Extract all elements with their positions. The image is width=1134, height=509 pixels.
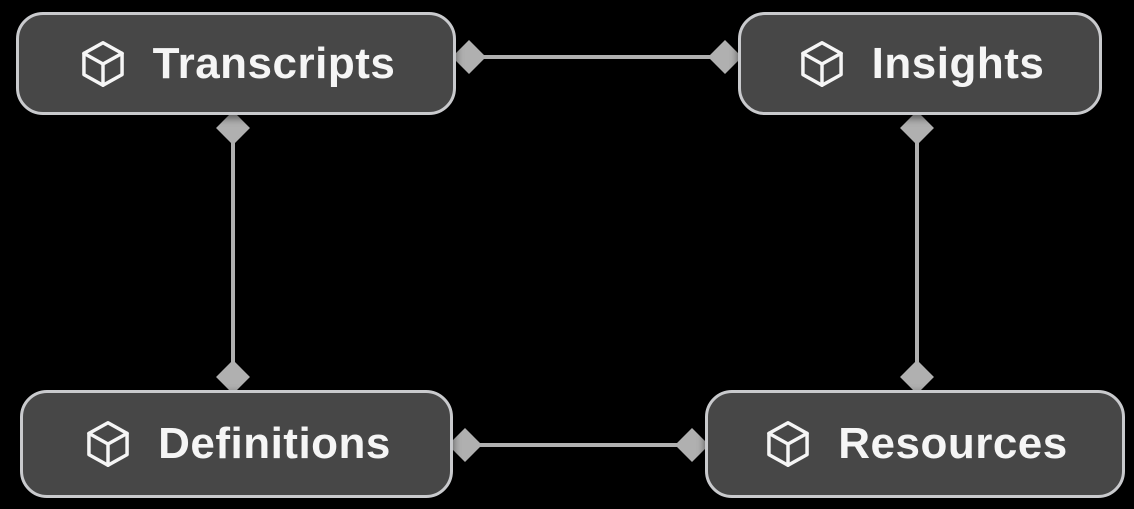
diamond-endpoint-icon [452,40,486,74]
cube-icon [82,418,134,470]
node-transcripts: Transcripts [16,12,456,115]
cube-icon [796,38,848,90]
node-label: Resources [838,419,1068,468]
diamond-endpoint-icon [708,40,742,74]
node-insights: Insights [738,12,1102,115]
cube-icon [77,38,129,90]
node-resources: Resources [705,390,1125,498]
edge-line [456,55,738,59]
edge-line [231,115,235,390]
diamond-endpoint-icon [216,111,250,145]
diamond-endpoint-icon [448,428,482,462]
edge-line [915,115,919,390]
diamond-endpoint-icon [216,360,250,394]
diamond-endpoint-icon [900,360,934,394]
edge-line [453,443,705,447]
node-label: Insights [871,38,1045,88]
cube-icon [762,418,814,470]
diamond-endpoint-icon [900,111,934,145]
diamond-endpoint-icon [675,428,709,462]
node-definitions: Definitions [20,390,453,498]
node-label: Definitions [158,419,391,468]
node-label: Transcripts [152,38,396,88]
